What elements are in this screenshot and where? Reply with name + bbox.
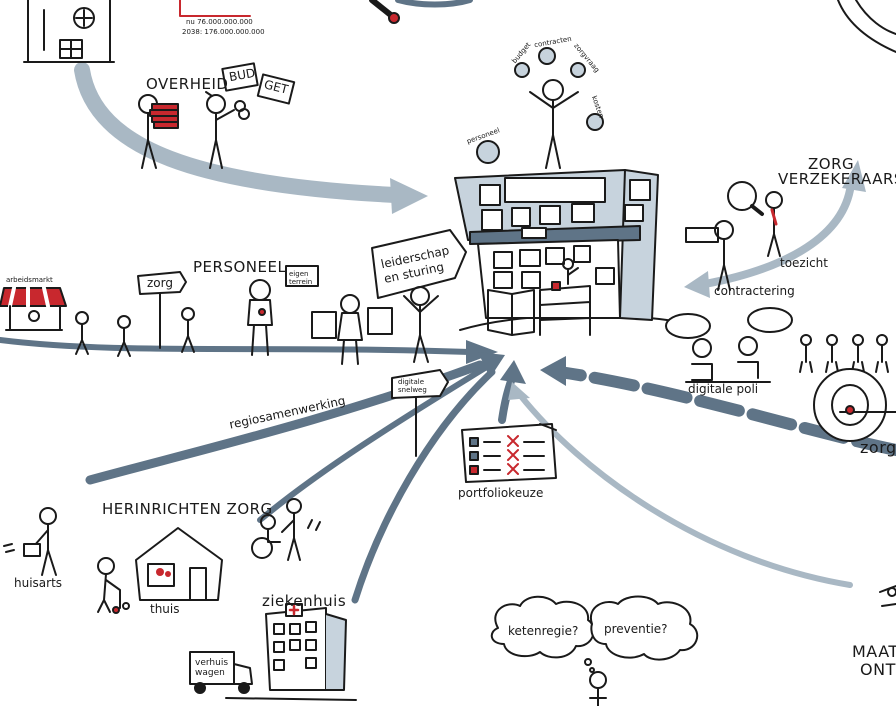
arrow-head-light-lr: [508, 382, 530, 400]
house-thuis: [135, 527, 223, 601]
mri-scanner: [813, 368, 896, 442]
arrow-contractering: [701, 186, 854, 288]
sign-bud: [221, 62, 259, 92]
arrow-head-regio: [478, 352, 505, 378]
van-label: verhuis wagen: [195, 658, 229, 678]
doctor-bag: [23, 543, 41, 557]
magnifier-icon: [727, 181, 757, 211]
arrow-head-dashed: [540, 356, 566, 386]
wheelchair-icon: [251, 537, 273, 559]
arc-top-mid: [395, 0, 473, 8]
arrow-personeel-flow: [0, 337, 473, 355]
waiting-people: [799, 334, 889, 373]
overheid-title: OVERHEID: [146, 75, 229, 93]
arrow-head-contract: [684, 271, 710, 298]
digitale-snelweg-sign: [391, 369, 449, 457]
toezicht-label: toezicht: [780, 256, 828, 270]
arbeidsmarkt-label: arbeidsmarkt: [6, 276, 53, 284]
figure-2038: 2038: 176.000.000.000: [182, 28, 265, 36]
arrow-regio-3: [351, 368, 496, 604]
thought-clouds: [490, 595, 699, 706]
ont-label: ONT: [860, 660, 896, 679]
digitale-poli-group: [665, 307, 793, 383]
snelweg-label: digitale snelweg: [398, 378, 427, 394]
ball-kosten: [586, 113, 604, 131]
overheid-figures: [138, 62, 296, 169]
thuis-label: thuis: [150, 602, 180, 616]
ziekenhuis-label: ziekenhuis: [262, 592, 347, 610]
portfolio-board: [461, 423, 557, 483]
arrow-head-portfolio: [500, 360, 526, 384]
badge-label: eigen terrein: [289, 270, 313, 286]
maat-label: MAAT: [852, 642, 896, 661]
zorg-sign: [137, 271, 187, 295]
ball-budget: [514, 62, 530, 78]
arrow-head-top: [390, 178, 428, 214]
top-building: [23, 0, 115, 63]
right-edge-figure: [879, 585, 896, 607]
verzekeraars-figures: [685, 181, 783, 291]
badge-eigen-terrein: [285, 265, 319, 287]
sign-get: [256, 73, 296, 105]
arrow-from-top-building: [74, 62, 403, 203]
portfolio-label: portfoliokeuze: [458, 486, 544, 500]
leadership-figure: [371, 229, 467, 363]
personeel-group: [0, 265, 393, 365]
cloud-left-label: ketenregie?: [508, 624, 579, 638]
papers-stack: [685, 227, 719, 243]
zorg-sign-label: zorg: [147, 276, 173, 290]
speech-bubble-1: [665, 313, 711, 339]
central-hospital-building: [454, 169, 659, 336]
ball-personeel: [476, 140, 500, 164]
chart-card-2: [367, 307, 393, 335]
arrow-light-lower-right: [517, 392, 853, 588]
herinrichten-group: [3, 498, 347, 694]
contractering-label: contractering: [714, 284, 795, 298]
arrow-head-personeel: [466, 340, 498, 364]
ball-contracten: [538, 47, 556, 65]
arbeidsmarkt-stall: [0, 287, 67, 307]
figure-now: nu 76.000.000.000: [186, 18, 253, 26]
herinrichten-title: HERINRICHTEN ZORG: [102, 500, 273, 518]
arc-top-right: [837, 0, 896, 53]
huisarts-label: huisarts: [14, 576, 63, 590]
arrow-regio-2: [257, 365, 488, 523]
leadership-sign: [371, 229, 467, 299]
chart-card-1: [311, 311, 337, 339]
ground-line-left: [225, 697, 357, 701]
juggler-figure: [476, 47, 604, 169]
arrow-head-up: [842, 160, 866, 192]
thermometer-icon: [369, 0, 400, 24]
zorg-right-label: zorg: [860, 438, 896, 457]
cloud-right-label: preventie?: [604, 622, 668, 636]
verzekeraars-title-1: ZORG: [808, 155, 855, 173]
arc-top-right-2: [855, 0, 896, 35]
clock-icon: [73, 7, 95, 29]
poli-label: digitale poli: [688, 382, 759, 396]
speech-bubble-2: [747, 307, 793, 333]
cloud-preventie: [589, 595, 699, 661]
top-figures-box: [179, 0, 251, 17]
ball-zorgvraag: [570, 62, 586, 78]
verzekeraars-title-2: VERZEKERAARS: [778, 170, 896, 188]
personeel-title: PERSONEEL: [193, 258, 287, 276]
